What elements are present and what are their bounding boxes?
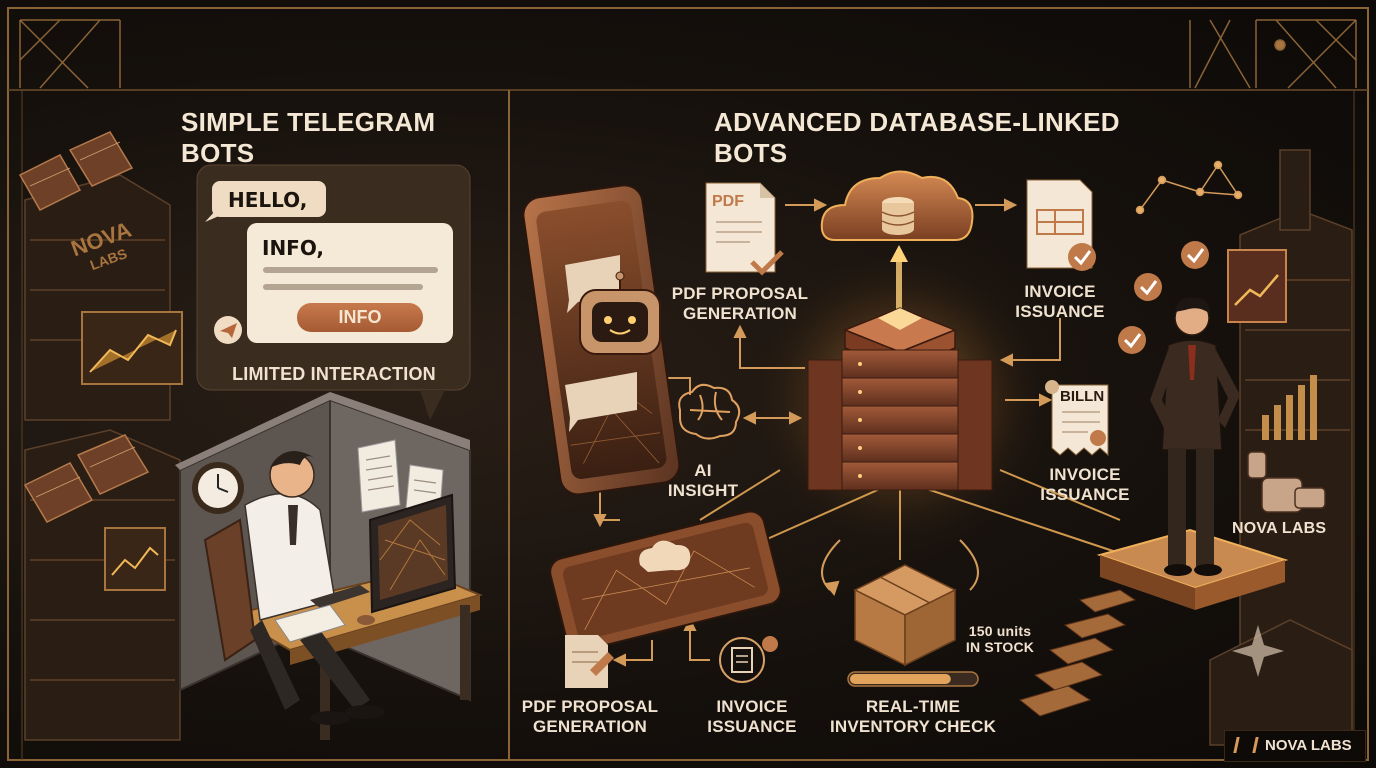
- invoice-issuance-label-bottom: INVOICE ISSUANCE: [707, 697, 797, 736]
- bill-doc-text: BILLN: [1060, 388, 1105, 405]
- chat-info-button[interactable]: INFO: [297, 303, 423, 332]
- invoice-receipt-icon: [718, 636, 778, 686]
- invoice-issuance-label-right: INVOICE ISSUANCE: [1040, 465, 1130, 504]
- left-panel-title: SIMPLE TELEGRAM BOTS: [181, 107, 436, 168]
- brain-icon: [675, 382, 745, 444]
- invoice-issuance-label-top: INVOICE ISSUANCE: [1015, 282, 1105, 321]
- nova-labs-logo: NOVA LABS: [1224, 730, 1366, 762]
- telegram-icon: [214, 316, 242, 344]
- tablet-device: [550, 520, 780, 640]
- sparkle-icon: [1230, 623, 1286, 679]
- chat-info-button-label: INFO: [338, 307, 382, 327]
- businessman-figure: [1148, 298, 1243, 578]
- pedestal-brand-label: NOVA LABS: [1232, 520, 1327, 537]
- database-server-stack: [808, 305, 993, 495]
- pdf-proposal-label-top: PDF PROPOSAL GENERATION: [671, 284, 809, 323]
- chat-reply-title: INFO,: [262, 236, 325, 260]
- ai-insight-label: AI INSIGHT: [667, 461, 739, 500]
- stock-count-label: 150 units IN STOCK: [965, 623, 1035, 656]
- pdf-document-icon: PDF: [706, 183, 776, 273]
- nova-labs-logo-text: NOVA LABS: [1265, 737, 1352, 754]
- inventory-check-label: REAL-TIME INVENTORY CHECK: [829, 697, 997, 736]
- package-box-icon: [852, 562, 958, 668]
- invoice-document-icon: [1027, 180, 1093, 270]
- pdf-icon-text: PDF: [712, 193, 744, 210]
- chat-greeting-bubble: HELLO,: [228, 188, 308, 212]
- nova-labs-logo-mark-icon: [1233, 737, 1259, 753]
- pdf-proposal-label-bottom: PDF PROPOSAL GENERATION: [521, 697, 659, 736]
- checkmark-icon: [752, 250, 782, 275]
- cloud-database-icon: [820, 165, 975, 245]
- robot-icon: [580, 275, 660, 355]
- limited-interaction-caption: LIMITED INTERACTION: [232, 364, 436, 384]
- robotic-hand-icon: [1245, 450, 1327, 514]
- inventory-progress-bar: [848, 672, 978, 686]
- bill-receipt-icon: BILLN: [1048, 380, 1110, 458]
- right-panel-title: ADVANCED DATABASE-LINKED BOTS: [714, 107, 1120, 168]
- pdf-edit-icon: [565, 635, 615, 690]
